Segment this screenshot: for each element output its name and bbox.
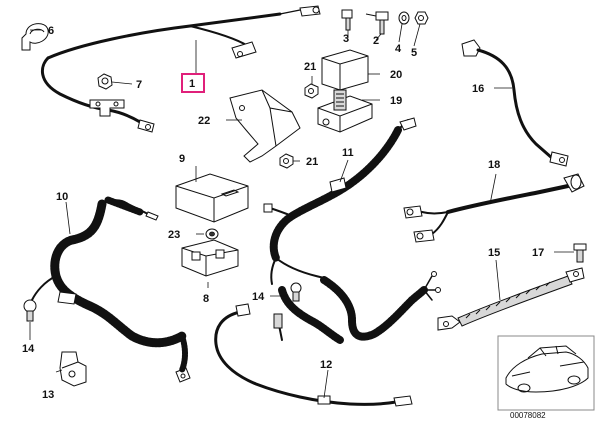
nut-5 [414,11,429,25]
callout-17: 17 [532,247,544,259]
callout-14-center: 14 [252,291,265,303]
battery-cable-1 [40,5,321,133]
callout-labels: 1 2 3 4 5 6 7 8 9 10 11 12 13 14 14 15 1… [22,25,544,401]
stud-2 [365,11,389,35]
callout-13: 13 [42,389,54,401]
vehicle-thumbnail: 00078082 [497,335,595,420]
terminal-cover-20 [321,49,369,91]
holder-13 [59,351,87,387]
callout-10: 10 [56,191,68,203]
callout-20: 20 [390,69,402,81]
battery-cable-18 [403,173,585,243]
callout-8: 8 [203,293,209,305]
screw-3 [341,9,353,31]
callout-21-top: 21 [304,61,316,73]
ground-strap-15 [437,267,585,331]
wiring-harness-10 [31,196,191,383]
bracket-22 [229,89,301,163]
car-outline-icon [505,345,589,393]
grommet-23 [205,228,219,240]
callout-18: 18 [488,159,500,171]
nut-21-lower [279,153,294,169]
control-module-9 [175,173,249,223]
callout-14-left: 14 [22,343,35,355]
callout-1: 1 [189,78,195,90]
callout-2: 2 [373,35,379,47]
callout-4: 4 [395,43,402,55]
callout-21-lower: 21 [306,156,318,168]
callout-19: 19 [390,95,402,107]
wiring-harness-11 [263,117,441,344]
callout-1-highlight-box [181,73,205,93]
callout-3: 3 [343,33,349,45]
callout-5: 5 [411,47,417,59]
bolt-14-center [290,282,302,302]
callout-23: 23 [168,229,180,241]
bolt-14-left [23,299,37,322]
callout-22: 22 [198,115,210,127]
callout-12: 12 [320,359,332,371]
cable-clip-6 [21,23,49,51]
callout-15: 15 [488,247,500,259]
junction-block-19 [317,89,373,133]
battery-cable-12 [214,303,413,407]
callout-11: 11 [342,147,354,159]
bolt-17 [573,243,587,263]
washer-4 [398,11,410,25]
diagram-code: 00078082 [510,411,546,420]
leader-lines [29,23,574,399]
callout-6: 6 [48,25,54,37]
callout-9: 9 [179,153,185,165]
nut-21-top [304,83,319,99]
callout-16: 16 [472,83,484,95]
relay-base-8 [181,239,239,277]
hex-nut-7 [97,73,113,90]
battery-cable-16 [461,39,569,167]
callout-7: 7 [136,79,142,91]
